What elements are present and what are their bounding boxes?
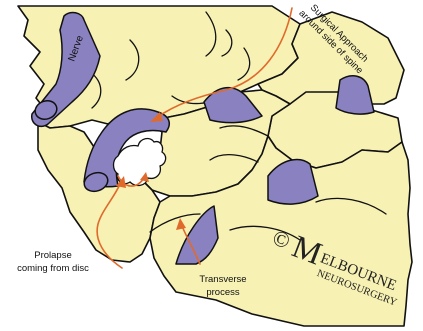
- prolapse-line1: Prolapse: [34, 250, 72, 261]
- prolapse-line2: coming from disc: [17, 263, 89, 274]
- prolapse-label: Prolapse coming from disc: [17, 250, 89, 274]
- transverse-line2: process: [206, 287, 240, 298]
- transverse-line1: Transverse: [199, 274, 246, 285]
